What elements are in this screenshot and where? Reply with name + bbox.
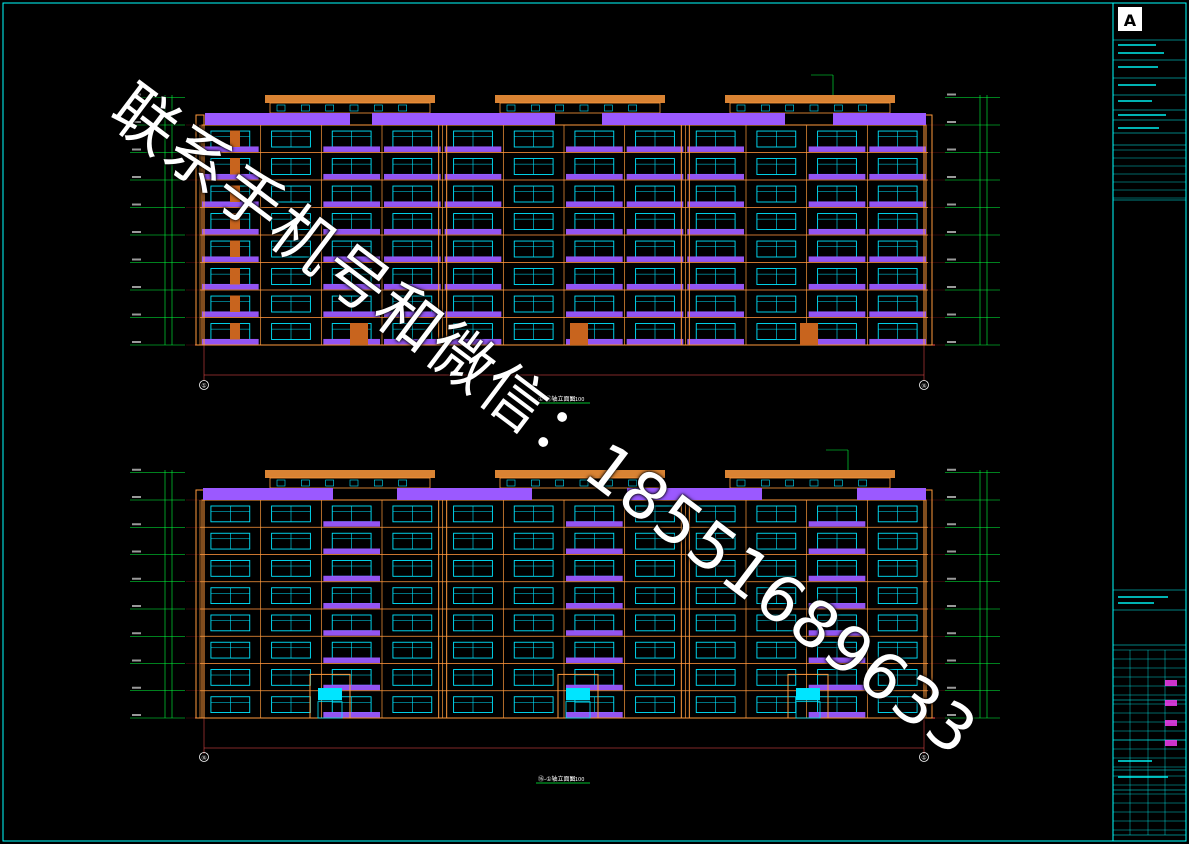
svg-text:1:100: 1:100 (570, 777, 584, 783)
title-block: A (1113, 7, 1186, 836)
axis-marker-top-left: ① (199, 380, 209, 390)
elevation-top-title: ①-⑯轴立面图 1:100 (536, 395, 590, 404)
elevation-bottom-title: ⑯-①轴立面图 1:100 (536, 775, 590, 784)
svg-text:①-⑯轴立面图: ①-⑯轴立面图 (538, 395, 576, 403)
elevation-bottom (130, 449, 1000, 754)
axis-marker-bottom-right: ① (919, 752, 929, 762)
svg-text:⑯: ⑯ (921, 383, 926, 390)
company-logo (1118, 7, 1142, 31)
svg-text:⑯: ⑯ (201, 755, 206, 762)
elevation-top (130, 74, 1000, 381)
svg-text:①: ① (921, 755, 926, 762)
svg-text:⑯-①轴立面图: ⑯-①轴立面图 (538, 775, 576, 783)
svg-text:1:100: 1:100 (570, 397, 584, 403)
axis-marker-top-right: ⑯ (919, 380, 929, 390)
svg-text:①: ① (201, 383, 206, 390)
axis-marker-bottom-left: ⑯ (199, 752, 209, 762)
logo-letter: A (1124, 11, 1137, 30)
